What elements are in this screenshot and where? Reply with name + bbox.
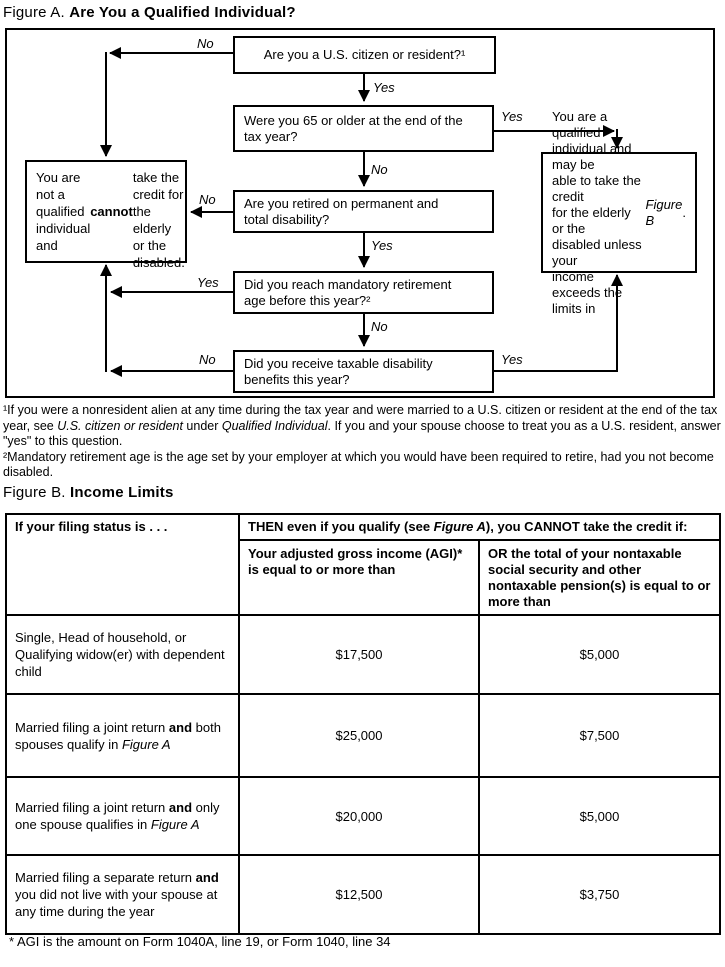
income-limits-table: If your filing status is . . . THEN even… xyxy=(5,513,721,935)
label-yes-q2: Yes xyxy=(501,109,523,124)
nontaxable-pension-header: OR the total of your nontaxable social s… xyxy=(478,539,721,616)
question-taxable-benefits-box: Did you receive taxable disability benef… xyxy=(233,350,494,393)
pension-cell: $5,000 xyxy=(478,614,721,695)
label-no-q3: No xyxy=(199,192,216,207)
agi-cell: $20,000 xyxy=(238,776,480,856)
table-row: Married filing a separate return and you… xyxy=(5,854,721,935)
question-mandatory-retirement-box: Did you reach mandatory retirement age b… xyxy=(233,271,494,314)
filing-status-cell: Married filing a joint return and both s… xyxy=(5,693,240,778)
footnote-2: ²Mandatory retirement age is the age set… xyxy=(3,449,714,480)
label-yes-q4: Yes xyxy=(197,275,219,290)
label-yes-q5: Yes xyxy=(501,352,523,367)
figure-a-footnotes: ¹If you were a nonresident alien at any … xyxy=(3,403,722,481)
footnote-1: ¹If you were a nonresident alien at any … xyxy=(3,403,721,448)
label-no-q1: No xyxy=(197,36,214,51)
flowchart-border xyxy=(5,28,715,398)
table-row: Married filing a joint return and both s… xyxy=(5,693,721,778)
question-age65-box: Were you 65 or older at the end of the t… xyxy=(233,105,494,152)
filing-status-cell: Single, Head of household, or Qualifying… xyxy=(5,614,240,695)
label-no-q5: No xyxy=(199,352,216,367)
question-retired-disability-box: Are you retired on permanent and total d… xyxy=(233,190,494,233)
pension-cell: $5,000 xyxy=(478,776,721,856)
figure-a-title: Figure A. Are You a Qualified Individual… xyxy=(3,4,296,21)
agi-cell: $25,000 xyxy=(238,693,480,778)
agi-cell: $12,500 xyxy=(238,854,480,935)
then-qualify-header: THEN even if you qualify (see Figure A),… xyxy=(238,513,721,541)
table-row: Married filing a joint return and only o… xyxy=(5,776,721,856)
label-yes-q1: Yes xyxy=(373,80,395,95)
filing-status-cell: Married filing a separate return and you… xyxy=(5,854,240,935)
agi-header: Your adjusted gross income (AGI)* is equ… xyxy=(238,539,480,616)
pension-cell: $3,750 xyxy=(478,854,721,935)
label-no-q4: No xyxy=(371,319,388,334)
filing-status-cell: Married filing a joint return and only o… xyxy=(5,776,240,856)
label-no-q2: No xyxy=(371,162,388,177)
figure-b-title: Figure B. Income Limits xyxy=(3,484,174,501)
agi-cell: $17,500 xyxy=(238,614,480,695)
label-yes-q3: Yes xyxy=(371,238,393,253)
filing-status-header: If your filing status is . . . xyxy=(5,513,240,616)
pension-cell: $7,500 xyxy=(478,693,721,778)
agi-footnote: * AGI is the amount on Form 1040A, line … xyxy=(9,934,391,949)
table-row: Single, Head of household, or Qualifying… xyxy=(5,614,721,695)
question-citizen-box: Are you a U.S. citizen or resident?¹ xyxy=(233,36,496,74)
outcome-not-qualified-box: You are not a qualified individual and c… xyxy=(25,160,187,270)
outcome-qualified-box: You are a qualified individual and may b… xyxy=(541,109,697,316)
